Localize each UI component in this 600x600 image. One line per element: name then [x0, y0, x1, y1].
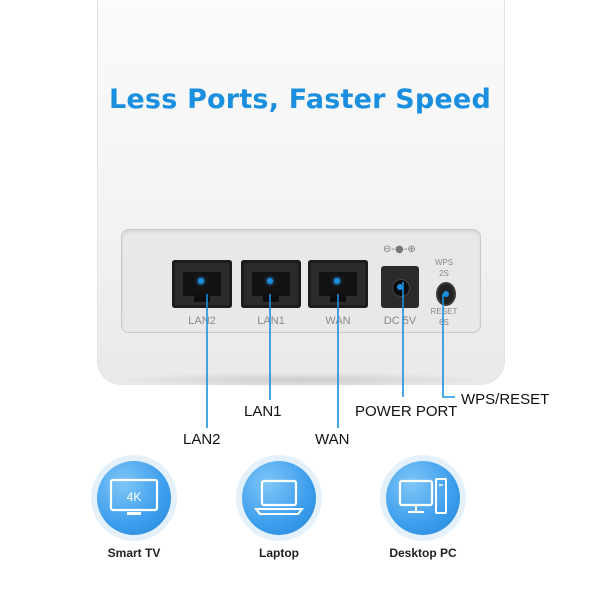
wps-callout-line — [442, 294, 455, 398]
port-panel: LAN2 LAN1 WAN ⊖-●-⊕ DC 5V WPS 2S RESET 6… — [121, 229, 481, 333]
power-indicator-dot — [397, 284, 403, 290]
laptop-circle — [242, 461, 316, 535]
lan1-port-label: LAN1 — [257, 315, 285, 327]
dc-polarity-icon: ⊖-●-⊕ — [383, 244, 416, 255]
desktop-pc-label: Desktop PC — [389, 546, 457, 560]
desktop-pc-icon — [398, 478, 447, 514]
wan-callout: WAN — [315, 431, 350, 448]
lan1-callout: LAN1 — [244, 403, 282, 420]
lan2-port-label: LAN2 — [188, 315, 216, 327]
desktop-pc-circle — [386, 461, 460, 535]
power-port-callout: POWER PORT — [355, 403, 458, 420]
wan-indicator-dot — [334, 278, 340, 284]
page-title: Less Ports, Faster Speed — [109, 84, 491, 115]
smart-tv-label: Smart TV — [107, 546, 161, 560]
lan2-callout: LAN2 — [183, 431, 221, 448]
wps-reset-callout: WPS/RESET — [461, 391, 550, 408]
wps-indicator-dot — [443, 291, 449, 297]
dc-port-label: DC 5V — [383, 315, 417, 327]
wps-label: WPS — [434, 258, 454, 267]
dc-power-port — [381, 266, 419, 308]
lan2-port — [172, 260, 232, 308]
laptop-icon — [253, 479, 305, 515]
wps-reset-button[interactable] — [436, 282, 456, 306]
router-shadow — [110, 372, 490, 388]
wps-time-label: 2S — [439, 269, 449, 278]
smart-tv-circle: 4K — [97, 461, 171, 535]
reset-label: RESET — [430, 307, 458, 316]
lan2-indicator-dot — [198, 278, 204, 284]
reset-time-label: 6S — [439, 318, 449, 327]
tv-4k-icon: 4K — [109, 478, 159, 515]
lan1-indicator-dot — [267, 278, 273, 284]
tv-4k-badge: 4K — [127, 490, 142, 504]
lan1-port — [241, 260, 301, 308]
wan-port — [308, 260, 368, 308]
laptop-label: Laptop — [259, 546, 299, 560]
